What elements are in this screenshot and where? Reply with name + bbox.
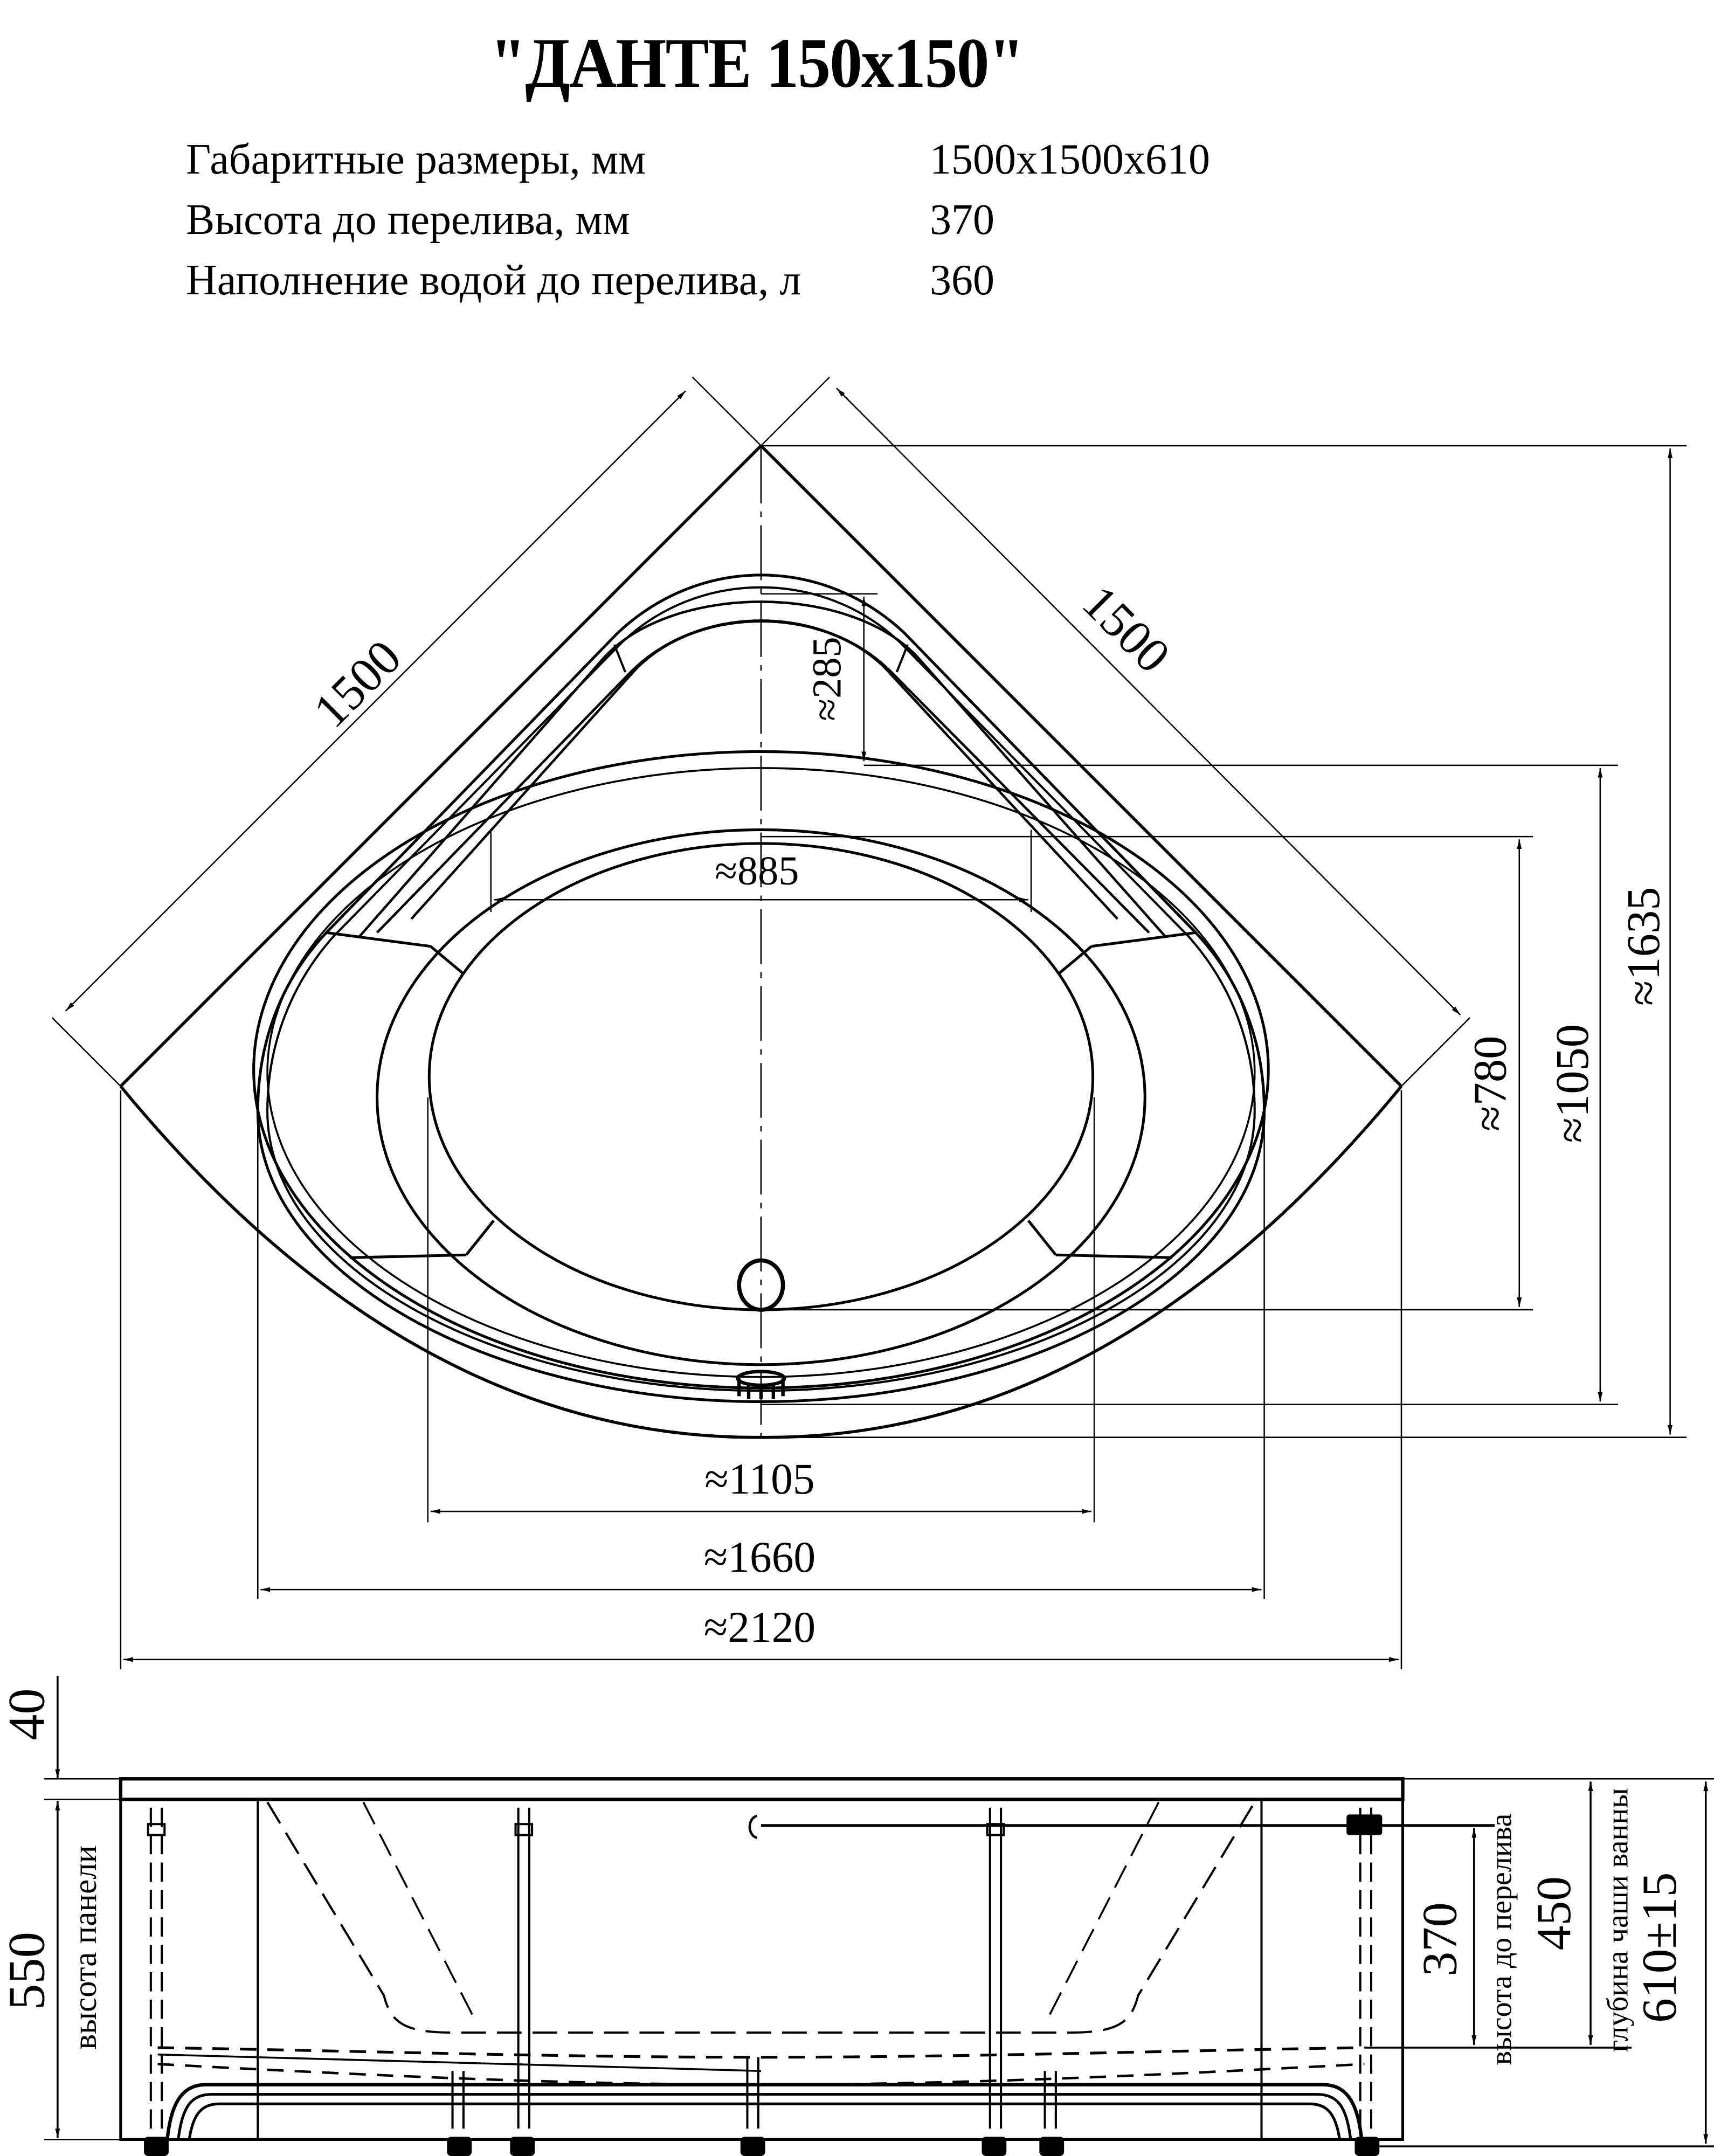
overflow-icon [736, 1370, 786, 1399]
spec-value: 370 [930, 196, 994, 244]
dim-label-40: 40 [0, 1688, 55, 1740]
dim-label-780: ≈780 [1464, 1036, 1516, 1131]
bowl-hidden-inner [362, 1801, 1160, 2017]
dim-1105 [427, 1097, 1095, 1523]
dim-885 [490, 830, 1032, 913]
spec-row-overflow-height: Высота до перелива, мм 370 [186, 190, 1210, 250]
dim-label-550: 550 [0, 1932, 55, 2010]
seat-ring-inner [266, 767, 1256, 1378]
bowl-bottom-hidden [157, 2063, 1365, 2086]
side-panel [119, 1799, 1405, 2141]
bowl-hidden-outer [266, 1801, 1256, 2034]
top-view [51, 376, 1687, 1669]
dim-1050 [761, 764, 1618, 1405]
bowl-depth-label: глубина чаши ванны [1601, 1788, 1635, 2053]
side-view [44, 1676, 1714, 2156]
dim-label-2120: ≈2120 [704, 1602, 815, 1651]
specs-table: Габаритные размеры, мм 1500x1500x610 Выс… [186, 129, 1210, 310]
spec-row-water-volume: Наполнение водой до перелива, л 360 [186, 250, 1210, 310]
overflow-fitting-icon [1346, 1814, 1383, 1835]
leg-feet [144, 2137, 1380, 2156]
overflow-height-label: высота до перелива [1484, 1813, 1518, 2065]
dim-label-1635: ≈1635 [1618, 887, 1669, 1006]
spec-label: Габаритные размеры, мм [186, 136, 646, 183]
spec-row-dimensions: Габаритные размеры, мм 1500x1500x610 [186, 129, 1210, 190]
dim-label-885: ≈885 [715, 848, 799, 894]
dim-1500-right [761, 376, 1471, 1087]
dim-label-285: ≈285 [804, 637, 849, 721]
product-title: "ДАНТЕ 150x150" [489, 23, 1025, 102]
dim-285 [761, 593, 878, 762]
panel-height-label: высота панели [67, 1846, 103, 2050]
dim-1660 [257, 1111, 1265, 1599]
dim-label-1105: ≈1105 [704, 1454, 814, 1503]
dim-610 [1379, 1781, 1714, 2147]
dim-label-1500-left: 1500 [303, 630, 412, 738]
spec-label: Высота до перелива, мм [186, 196, 630, 244]
dim-label-1500-right: 1500 [1072, 575, 1181, 683]
spec-label: Наполнение водой до перелива, л [186, 257, 801, 304]
base-frame [165, 2083, 1364, 2140]
bowl-outer [376, 828, 1146, 1366]
page-title: "ДАНТЕ 150x150" [63, 22, 1640, 104]
side-rim [119, 1777, 1405, 1801]
spec-value: 1500x1500x610 [930, 136, 1210, 183]
support-legs [147, 1807, 1373, 2129]
dim-label-1050: ≈1050 [1546, 1024, 1598, 1143]
spec-value: 360 [930, 257, 994, 304]
bowl-floor-hidden [157, 2046, 1365, 2059]
dim-label-450: 450 [1526, 1876, 1581, 1950]
dim-1500-left [51, 376, 762, 1087]
dim-2120 [120, 1090, 1402, 1669]
dim-label-1660: ≈1660 [704, 1532, 815, 1581]
dim-label-370: 370 [1412, 1902, 1467, 1976]
dim-label-610: 610±15 [1632, 1872, 1687, 2023]
dim-1635 [761, 445, 1687, 1438]
dim-780 [761, 835, 1533, 1311]
